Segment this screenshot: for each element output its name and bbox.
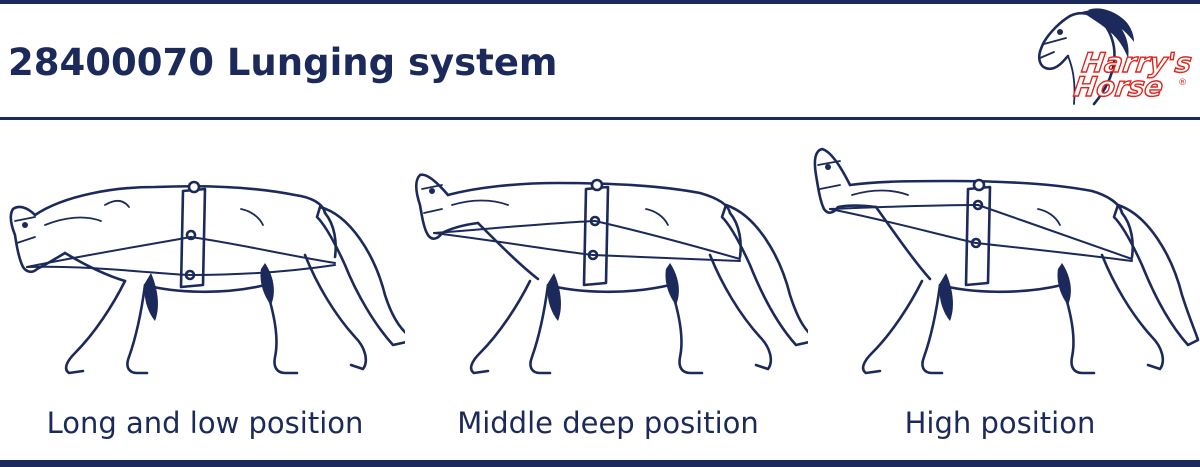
horse-illustration-high — [813, 147, 1200, 375]
page-title: 28400070 Lunging system — [8, 41, 558, 84]
horse-illustration-middle — [414, 173, 808, 375]
panel-middle-deep: Middle deep position — [408, 125, 808, 455]
bottom-border — [0, 460, 1200, 467]
top-border — [0, 0, 1200, 4]
logo-word-horse: Horse — [1071, 71, 1166, 103]
horse-illustration-low — [9, 180, 405, 375]
caption-long-and-low: Long and low position — [46, 406, 364, 440]
horse-head-icon — [1037, 8, 1134, 106]
caption-middle-deep: Middle deep position — [457, 406, 759, 440]
header-divider — [0, 117, 1200, 120]
panel-high: High position — [800, 125, 1200, 455]
brand-logo: Harry's Horse ® — [1030, 8, 1196, 112]
panel-long-and-low: Long and low position — [5, 125, 405, 455]
caption-high: High position — [904, 406, 1096, 440]
registered-mark: ® — [1178, 78, 1187, 88]
